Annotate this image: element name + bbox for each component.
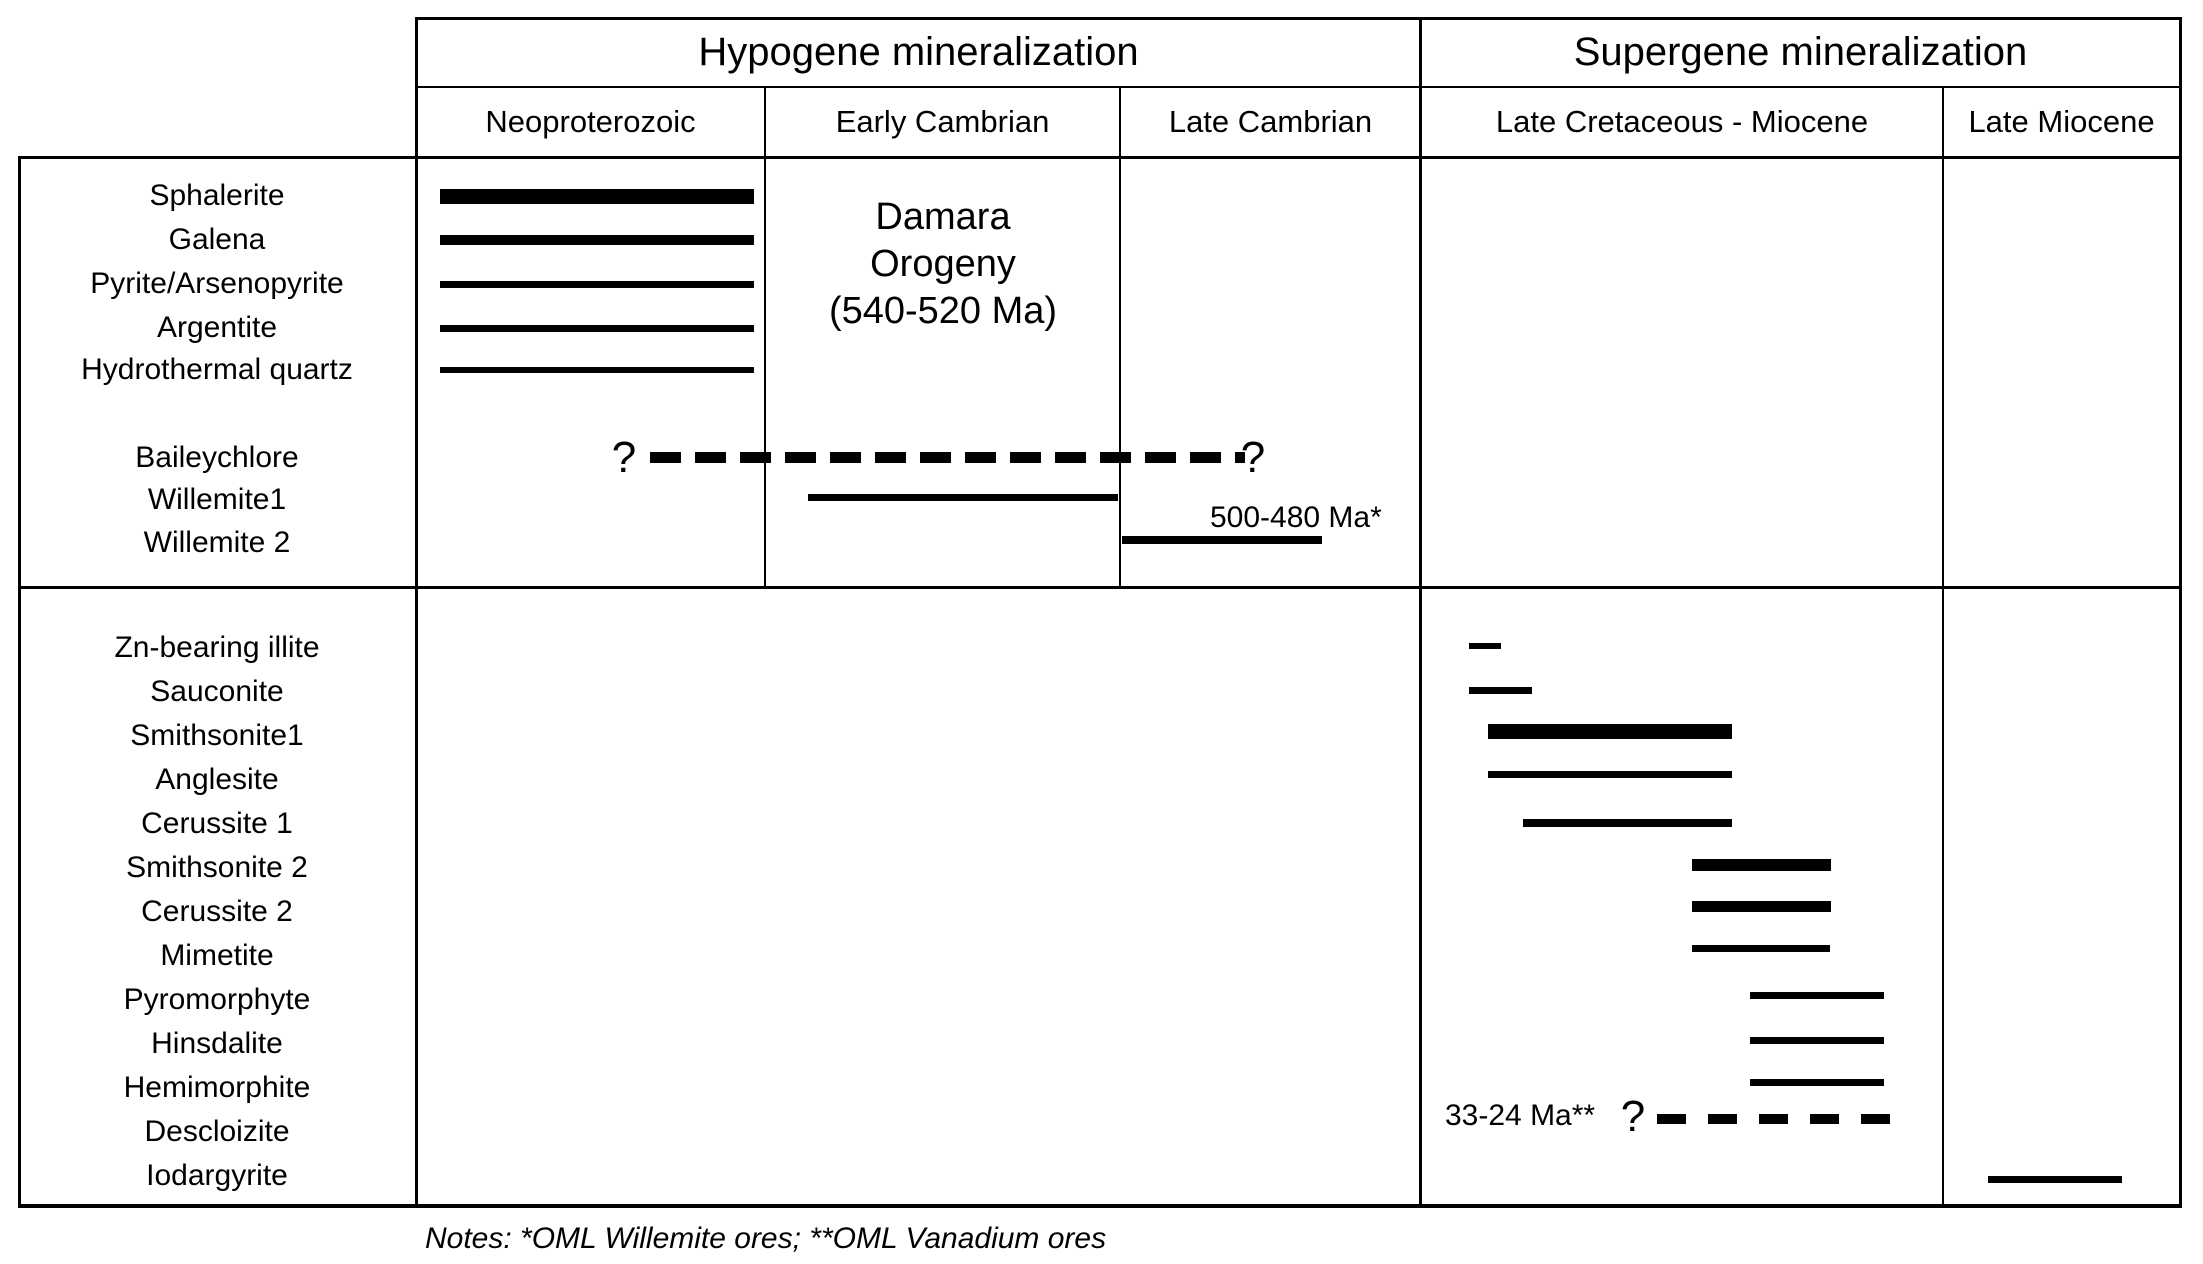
- paragenesis-bar: [440, 281, 754, 288]
- paragenesis-bar: [1692, 901, 1831, 912]
- mineral-label: Hinsdalite: [151, 1027, 283, 1060]
- column-header-neoproterozoic: Neoproterozoic: [485, 104, 696, 139]
- paragenesis-bar: [1488, 724, 1732, 739]
- paragenesis-bar: [1469, 643, 1501, 649]
- uncertainty-question-mark: ?: [1240, 433, 1266, 482]
- table-left-border: [18, 156, 21, 1208]
- mineral-label: Anglesite: [155, 763, 279, 796]
- paragenesis-bar: [1488, 771, 1732, 778]
- damara-annotation-line2: Orogeny: [870, 243, 1016, 285]
- early-late-cambrian-divider: [1119, 86, 1121, 588]
- descloizite-question-mark: ?: [1620, 1092, 1646, 1141]
- hypogene-supergene-divider: [1419, 17, 1422, 1208]
- paragenesis-bar: [1657, 1114, 1890, 1124]
- mineral-label: Galena: [168, 223, 266, 256]
- descloizite-age-annotation: 33-24 Ma**: [1445, 1099, 1596, 1132]
- mineral-label: Willemite 2: [143, 526, 291, 559]
- group-divider-line: [18, 586, 2182, 589]
- neoproterozoic-divider: [764, 86, 766, 588]
- mineral-label: Sphalerite: [149, 179, 285, 212]
- damara-orogeny-annotation: Damara Orogeny (540-520 Ma): [766, 194, 1120, 335]
- mineral-label: Baileychlore: [135, 441, 299, 474]
- table-top-border: [415, 17, 2182, 20]
- paragenesis-bar: [440, 189, 754, 204]
- column-header-late-miocene: Late Miocene: [1968, 104, 2155, 139]
- mineral-label: Argentite: [156, 311, 278, 344]
- mineral-label: Cerussite 1: [141, 807, 293, 840]
- paragenesis-bar: [1692, 945, 1830, 952]
- miocene-divider: [1942, 86, 1944, 1208]
- column-header-early-cambrian: Early Cambrian: [835, 104, 1050, 139]
- mineral-label: Cerussite 2: [141, 895, 293, 928]
- paragenesis-bar: [1469, 687, 1532, 694]
- uncertainty-question-mark: ?: [611, 433, 637, 482]
- paragenesis-bar: [650, 452, 1245, 463]
- mineral-label: Smithsonite1: [130, 719, 304, 752]
- paragenesis-bar: [1122, 536, 1322, 544]
- mineral-label: Iodargyrite: [146, 1159, 288, 1192]
- hypogene-group-header: Hypogene mineralization: [698, 29, 1139, 74]
- paragenesis-bar: [440, 367, 754, 373]
- mineral-label: Pyrite/Arsenopyrite: [90, 267, 344, 300]
- damara-annotation-line3: (540-520 Ma): [828, 290, 1058, 332]
- mineral-label: Willemite1: [147, 483, 287, 516]
- figure-notes: Notes: *OML Willemite ores; **OML Vanadi…: [425, 1222, 1107, 1255]
- mineral-label: Mimetite: [160, 939, 274, 972]
- paragenesis-bar: [1750, 992, 1884, 999]
- supergene-group-header: Supergene mineralization: [1573, 29, 2028, 74]
- paragenesis-bar: [808, 494, 1118, 501]
- paragenesis-bar: [1750, 1037, 1884, 1044]
- mineral-label: Descloizite: [144, 1115, 290, 1148]
- header-bottom-line: [18, 156, 2182, 159]
- damara-annotation-line1: Damara: [875, 196, 1011, 238]
- mineral-label: Zn-bearing illite: [114, 631, 320, 664]
- mineral-label: Pyromorphyte: [123, 983, 311, 1016]
- table-right-border: [2179, 17, 2182, 1208]
- label-column-divider: [415, 17, 418, 1208]
- table-bottom-border: [18, 1204, 2182, 1208]
- paragenesis-bar: [1692, 859, 1831, 871]
- column-header-late-cretaceous-miocene: Late Cretaceous - Miocene: [1495, 104, 1869, 139]
- paragenesis-bar: [1523, 819, 1732, 827]
- paragenesis-bar: [440, 235, 754, 245]
- header-subdivider-line: [415, 86, 2182, 88]
- column-header-late-cambrian: Late Cambrian: [1168, 104, 1373, 139]
- paragenesis-bar: [440, 325, 754, 332]
- paragenesis-bar: [1988, 1176, 2122, 1183]
- mineral-label: Hemimorphite: [123, 1071, 311, 1104]
- mineral-label: Hydrothermal quartz: [81, 353, 353, 386]
- mineral-label: Sauconite: [150, 675, 284, 708]
- paragenesis-bar: [1750, 1079, 1884, 1086]
- mineral-label: Smithsonite 2: [126, 851, 308, 884]
- willemite-age-annotation: 500-480 Ma*: [1210, 501, 1382, 534]
